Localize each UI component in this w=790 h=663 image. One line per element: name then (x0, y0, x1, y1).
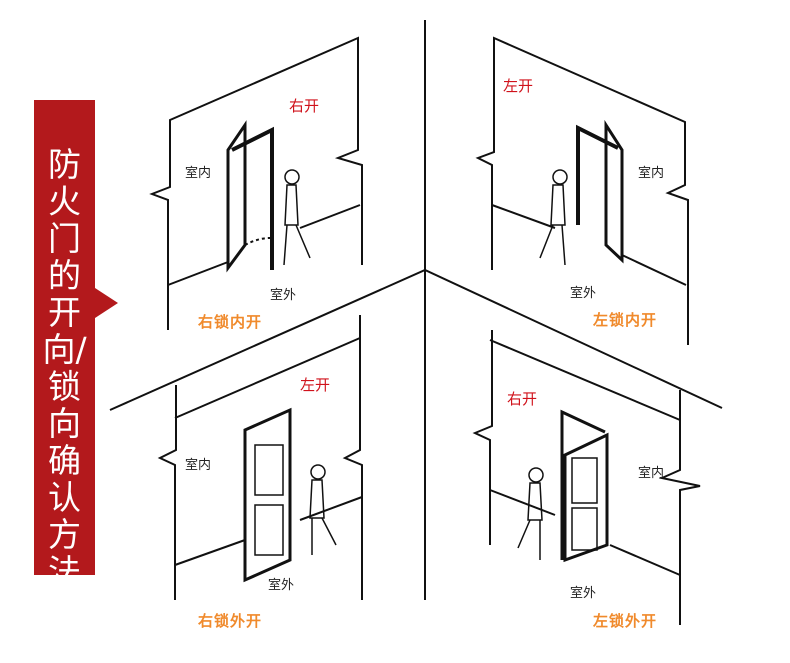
door-bottom-right (563, 432, 609, 563)
indoor-label: 室内 (638, 466, 665, 481)
person-top-left (283, 169, 311, 266)
wall-bottom-right (472, 330, 493, 545)
indoor-label: 室内 (185, 166, 212, 181)
center-diagonal (109, 268, 723, 411)
direction-label: 右开 (507, 390, 538, 408)
floor-top-left (167, 261, 229, 286)
banner-arrow-icon (95, 288, 118, 318)
outdoor-label: 室外 (570, 586, 597, 601)
person-bottom-right (517, 467, 544, 560)
direction-label: 右开 (289, 97, 320, 115)
wall-top-left (149, 36, 363, 330)
outdoor-label: 室外 (570, 286, 597, 301)
frame-top-left (231, 126, 274, 270)
wall-bottom-left (157, 385, 177, 600)
outdoor-label: 室外 (268, 578, 295, 593)
banner-title: 防火门的开向/锁向确认方法 (42, 145, 87, 591)
title-banner: 防火门的开向/锁向确认方法 (34, 100, 95, 590)
door-top-right (604, 119, 624, 264)
panel-caption: 右锁外开 (198, 612, 263, 630)
person-top-right (539, 169, 568, 266)
floor-bottom-left (174, 539, 246, 566)
panel-caption: 右锁内开 (198, 313, 263, 331)
person-bottom-left (309, 464, 337, 555)
wall-top-right (475, 36, 689, 345)
door-bottom-left (243, 407, 292, 583)
floor-top-right (491, 204, 556, 229)
indoor-label: 室内 (638, 166, 665, 181)
panel-caption: 左锁外开 (593, 612, 658, 630)
outdoor-label: 室外 (270, 288, 297, 303)
frame-top-right (576, 124, 619, 225)
panel-caption: 左锁内开 (593, 311, 658, 329)
direction-label: 左开 (503, 77, 534, 95)
floor-bottom-right (489, 489, 556, 516)
direction-label: 左开 (300, 376, 331, 394)
indoor-label: 室内 (185, 458, 212, 473)
